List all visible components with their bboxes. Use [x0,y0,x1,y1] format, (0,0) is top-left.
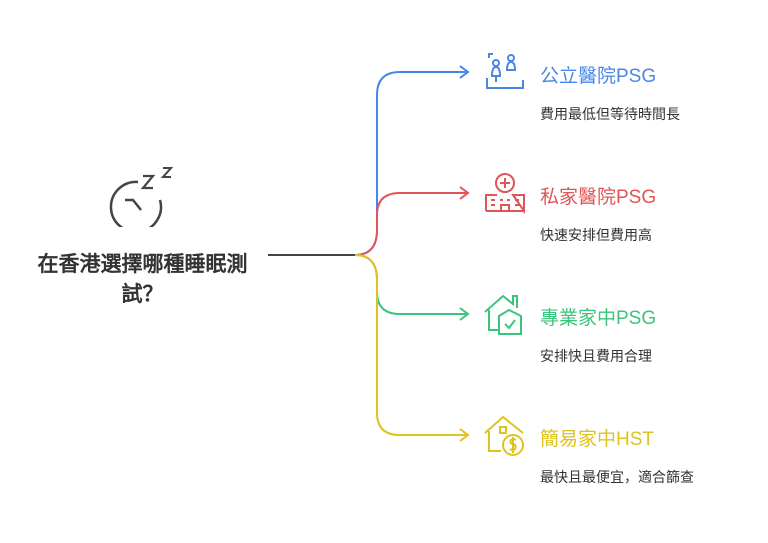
branch-line-3 [354,254,468,315]
branch-label-public: 公立醫院PSG [540,66,657,87]
sleep-zzz-icon [109,167,174,227]
arrow-icon [459,186,470,200]
branch-description-private: 快速安排但費用高 [540,227,652,243]
branch-line-2 [354,192,468,256]
arrow-icon [459,307,470,321]
hospital-icon [485,173,525,215]
home-dollar-icon [484,415,524,456]
people-icon [486,53,524,89]
root-title: 在香港選擇哪種睡眠測試？ [37,253,248,306]
branch-label-home-hst: 簡易家中HST [540,429,655,450]
branch-line-1 [354,71,468,256]
arrow-icon [459,65,470,79]
branch-description-public: 費用最低但等待時間長 [540,106,680,122]
home-check-icon [484,294,522,335]
arrow-icon [459,428,470,442]
branch-description-home-hst: 最快且最便宜，適合篩查 [540,469,694,485]
branch-label-private: 私家醫院PSG [540,187,657,208]
branch-description-home-psg: 安排快且費用合理 [540,348,652,364]
branch-line-4 [354,254,468,436]
branch-label-home-psg: 專業家中PSG [540,308,657,329]
